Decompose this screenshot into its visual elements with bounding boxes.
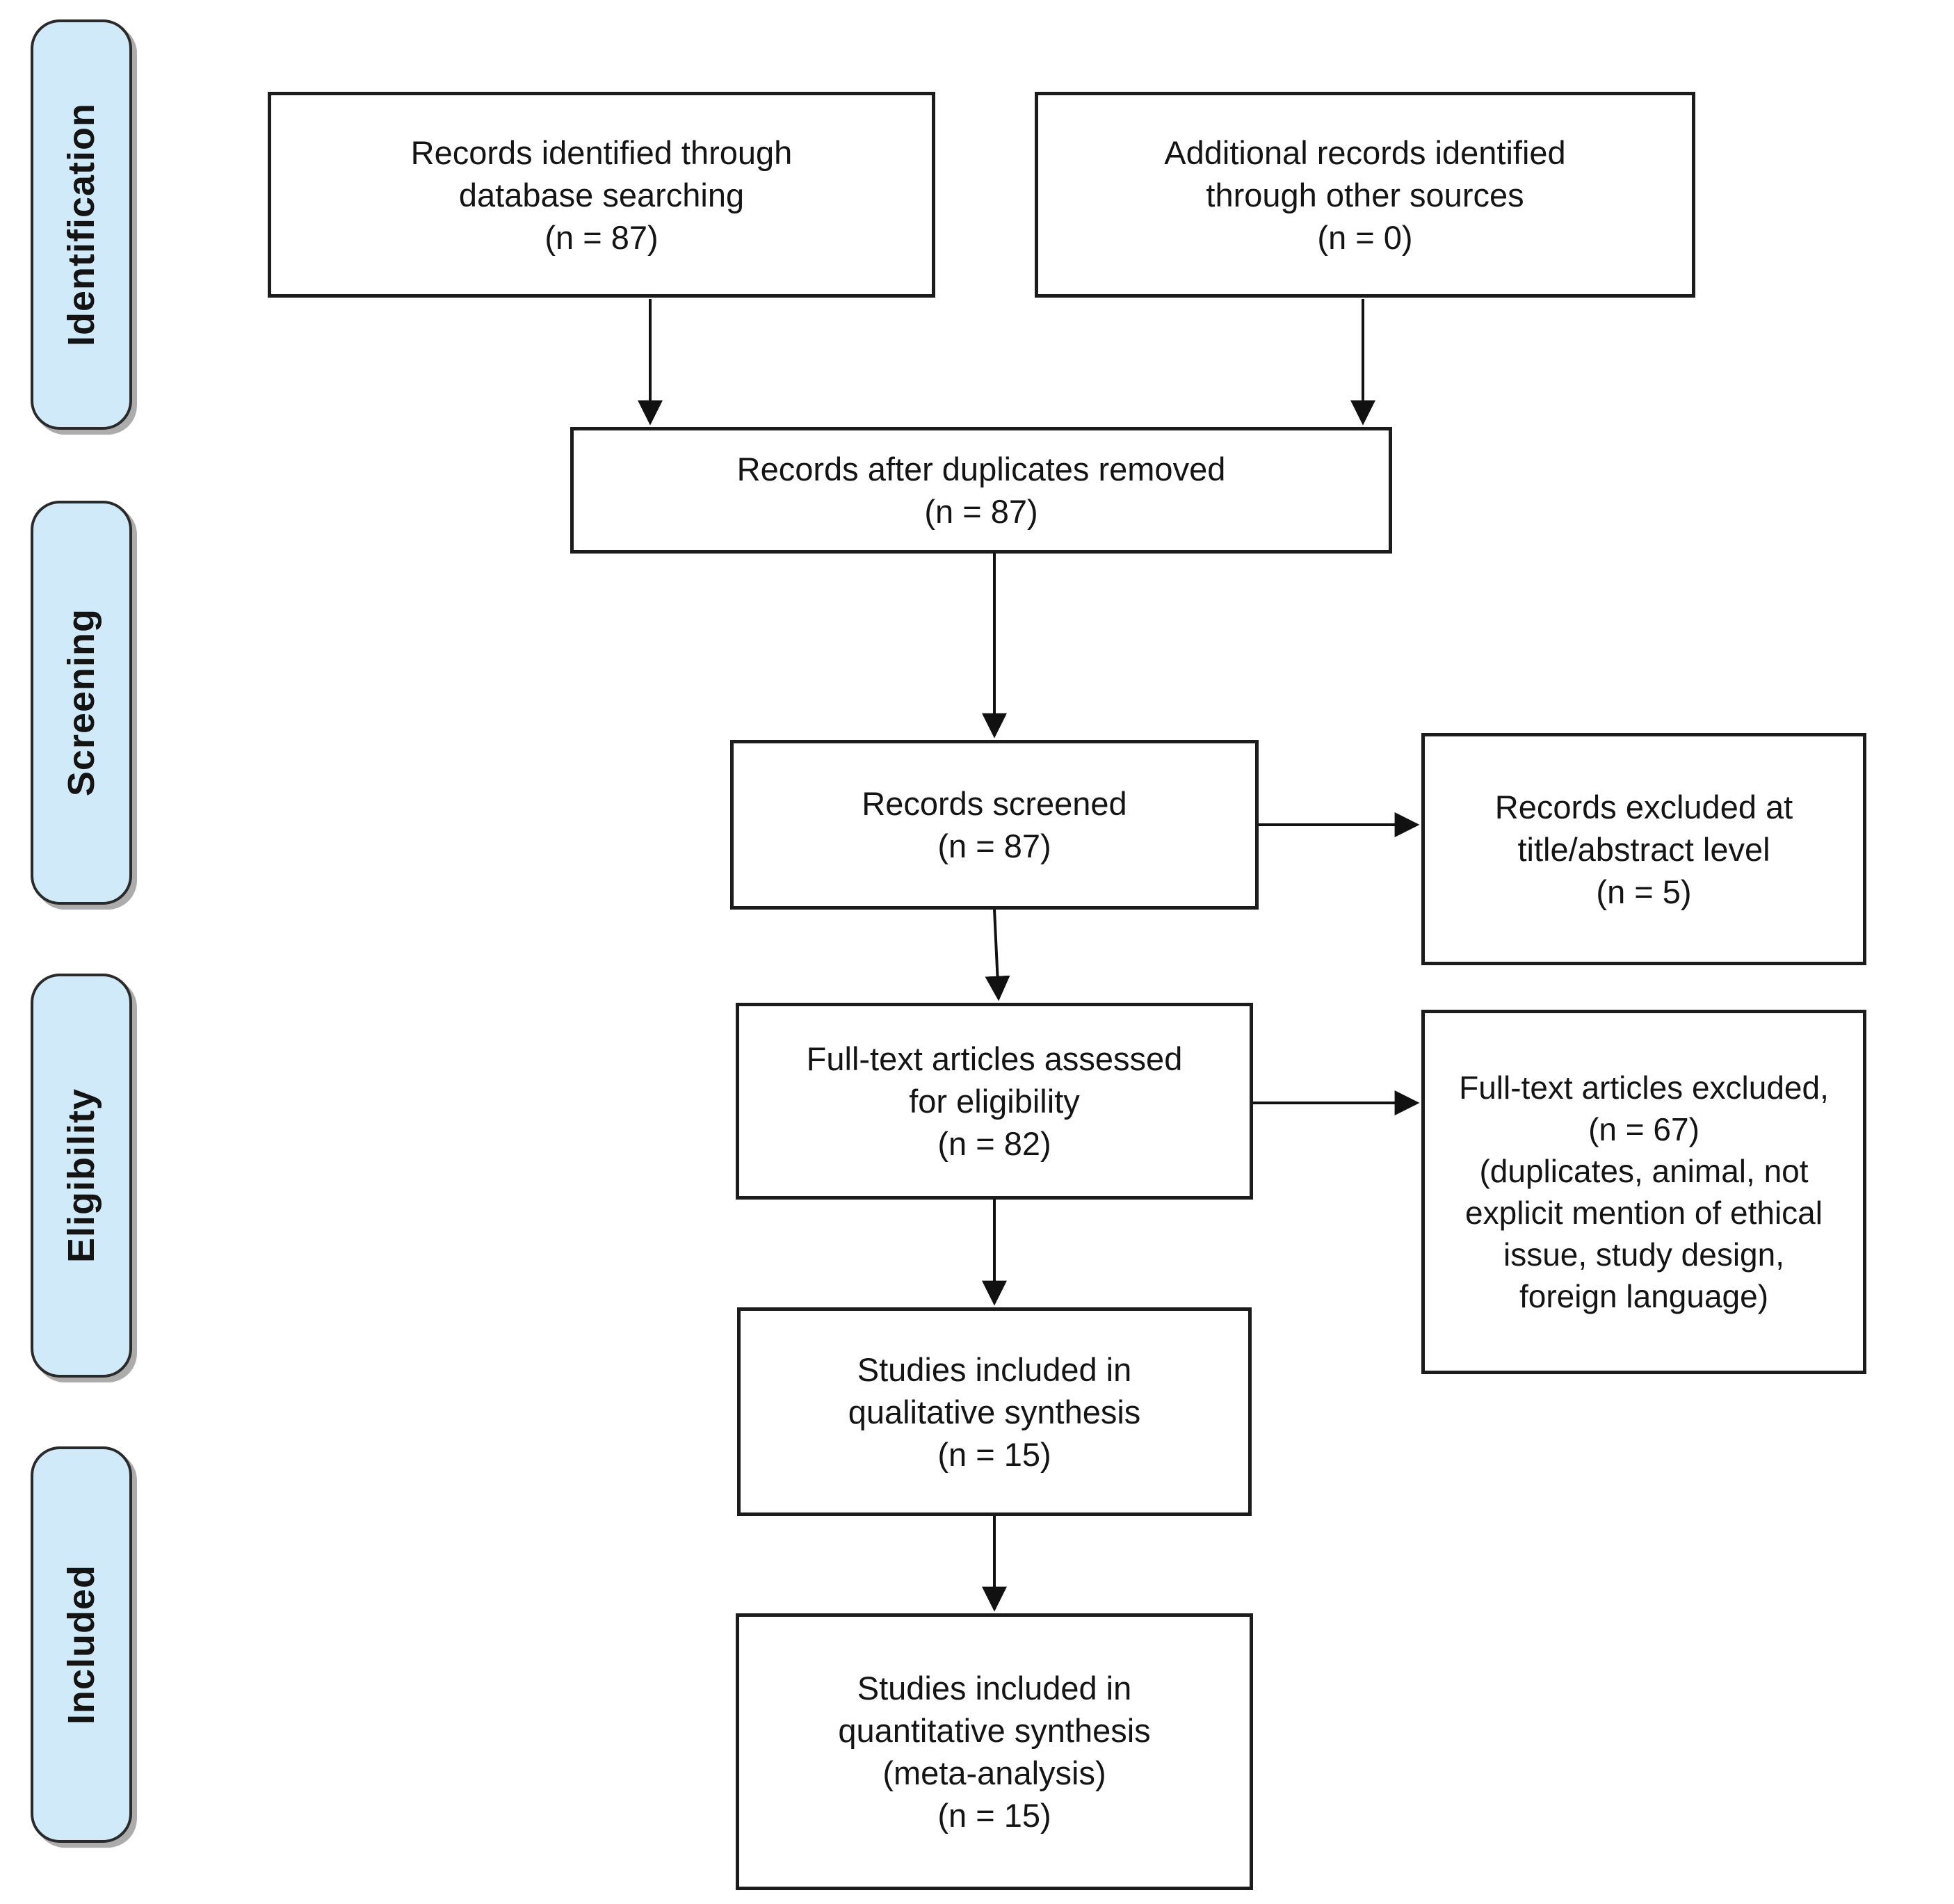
- stage-label: Identification: [60, 103, 102, 346]
- box-qualitative-synthesis: Studies included in qualitative synthesi…: [737, 1307, 1252, 1516]
- box-count-line: (n = 15): [937, 1435, 1051, 1473]
- box-count-line: (n = 5): [1596, 873, 1692, 910]
- box-count-line: (n = 67): [1588, 1111, 1699, 1147]
- box-count-line: (n = 87): [937, 828, 1051, 864]
- stage-included: Included: [31, 1446, 132, 1843]
- box-duplicates-removed: Records after duplicates removed (n = 87…: [570, 427, 1392, 554]
- box-text-line: for eligibility: [909, 1083, 1080, 1120]
- box-count-line: (n = 0): [1317, 218, 1413, 256]
- stage-eligibility: Eligibility: [31, 974, 132, 1378]
- box-records-screened: Records screened (n = 87): [730, 740, 1259, 910]
- box-count-line: (n = 87): [924, 493, 1038, 530]
- stage-identification: Identification: [31, 19, 132, 430]
- stage-screening: Screening: [31, 501, 132, 905]
- box-text-line: (meta-analysis): [882, 1754, 1106, 1791]
- box-fulltext-excluded: Full-text articles excluded, (n = 67) (d…: [1421, 1010, 1866, 1374]
- box-text-line: Records excluded at: [1494, 788, 1793, 825]
- box-text-line: Records identified through: [410, 134, 793, 171]
- stage-label: Screening: [60, 608, 102, 797]
- box-text-line: database searching: [458, 176, 745, 213]
- box-text-line: through other sources: [1206, 176, 1524, 213]
- arrow-screened-to-fulltext: [985, 909, 1010, 1001]
- box-records-identified: Records identified through database sear…: [268, 92, 935, 298]
- box-count-line: (n = 15): [937, 1797, 1051, 1834]
- box-text-line: foreign language): [1519, 1278, 1769, 1314]
- box-text-line: issue, study design,: [1503, 1236, 1784, 1273]
- stage-label: Included: [60, 1564, 102, 1725]
- box-text-line: Full-text articles assessed: [806, 1040, 1183, 1077]
- box-additional-records: Additional records identified through ot…: [1035, 92, 1695, 298]
- box-count-line: (n = 82): [937, 1125, 1051, 1162]
- box-quantitative-synthesis: Studies included in quantitative synthes…: [736, 1613, 1253, 1890]
- box-text-line: Records screened: [862, 785, 1127, 822]
- box-fulltext-assessed: Full-text articles assessed for eligibil…: [736, 1003, 1253, 1200]
- box-text-line: Studies included in: [857, 1350, 1132, 1388]
- box-records-excluded: Records excluded at title/abstract level…: [1421, 733, 1866, 965]
- box-text-line: (duplicates, animal, not: [1479, 1153, 1809, 1189]
- box-text-line: Full-text articles excluded,: [1459, 1070, 1829, 1106]
- box-text-line: Additional records identified: [1164, 134, 1566, 171]
- box-text-line: title/abstract level: [1517, 830, 1770, 868]
- box-text-line: Records after duplicates removed: [736, 451, 1226, 487]
- box-text-line: Studies included in: [857, 1670, 1132, 1707]
- box-text-line: explicit mention of ethical: [1465, 1195, 1823, 1231]
- box-text-line: quantitative synthesis: [838, 1712, 1151, 1749]
- stage-label: Eligibility: [60, 1088, 102, 1264]
- box-count-line: (n = 87): [544, 218, 659, 256]
- box-text-line: qualitative synthesis: [848, 1393, 1141, 1430]
